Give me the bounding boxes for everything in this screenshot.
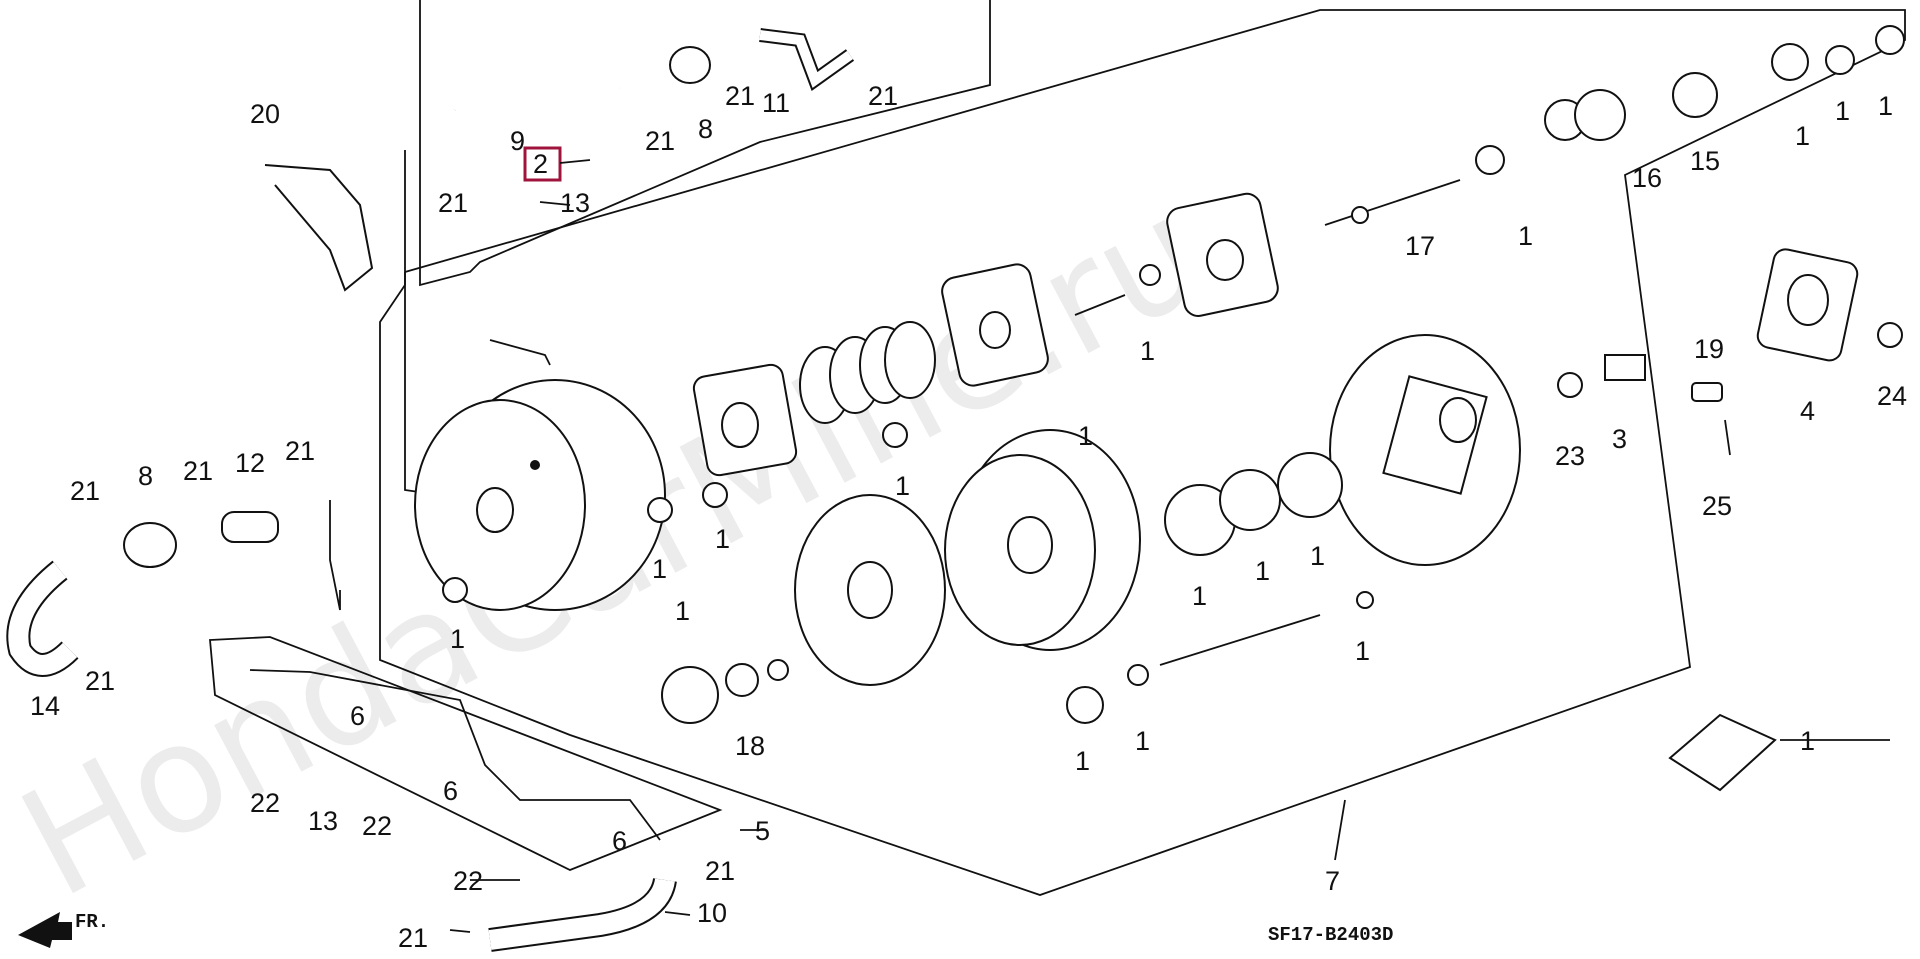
callout-21: 21	[868, 81, 898, 111]
booster-rear-shell	[1329, 334, 1521, 566]
callout-1: 1	[1795, 121, 1810, 151]
callout-21: 21	[285, 436, 315, 466]
booster-front-shell	[414, 339, 666, 611]
callout-1: 1	[1075, 746, 1090, 776]
push-rod	[1074, 179, 1461, 666]
clevis	[1604, 354, 1646, 381]
mounting-gasket	[1756, 248, 1859, 362]
callout-5: 5	[755, 816, 770, 846]
front-direction-label: FR.	[75, 911, 109, 933]
booster-assembly-frame	[379, 9, 1906, 896]
brake-pipe-frame	[209, 636, 723, 871]
diagram-code: SF17-B2403D	[1268, 924, 1393, 946]
callout-22: 22	[362, 811, 392, 841]
callout-1: 1	[450, 624, 465, 654]
leader-lines	[449, 159, 1890, 933]
callout-1: 1	[1835, 96, 1850, 126]
callout-12: 12	[235, 448, 265, 478]
callout-1: 1	[652, 554, 667, 584]
callout-labels: 20 21 9 2 13 21 8 21 11 21 1 1 1 16 15 1…	[30, 81, 1907, 953]
callout-10: 10	[697, 898, 727, 928]
callout-7: 7	[1325, 866, 1340, 896]
callout-8: 8	[138, 461, 153, 491]
small-parts	[442, 25, 1905, 724]
callout-1: 1	[715, 524, 730, 554]
callout-6: 6	[443, 776, 458, 806]
callout-15: 15	[1690, 146, 1720, 176]
callout-1: 1	[1078, 421, 1093, 451]
highlight-box	[523, 146, 562, 182]
callout-4: 4	[1800, 396, 1815, 426]
callout-1: 1	[1310, 541, 1325, 571]
callout-21: 21	[85, 666, 115, 696]
pipe-12	[221, 511, 279, 543]
callout-9: 9	[510, 126, 525, 156]
return-spring	[799, 321, 936, 424]
callout-24: 24	[1877, 381, 1907, 411]
callout-21: 21	[725, 81, 755, 111]
callout-21: 21	[183, 456, 213, 486]
mounting-bracket-20	[264, 164, 374, 292]
callout-21: 21	[70, 476, 100, 506]
callout-1: 1	[895, 471, 910, 501]
callout-25: 25	[1702, 491, 1732, 521]
callout-14: 14	[30, 691, 60, 721]
callout-6: 6	[612, 826, 627, 856]
vacuum-hose-group-frame	[419, 0, 991, 287]
callout-6: 6	[350, 701, 365, 731]
callout-20: 20	[250, 99, 280, 129]
callout-1: 1	[1255, 556, 1270, 586]
callout-21: 21	[438, 188, 468, 218]
vacuum-hose-14	[6, 560, 79, 677]
callout-3: 3	[1612, 424, 1627, 454]
callout-17: 17	[1405, 231, 1435, 261]
diaphragm-plate	[794, 494, 946, 686]
brake-pipe-5	[249, 669, 661, 841]
callout-16: 16	[1632, 163, 1662, 193]
grease-packet	[1668, 713, 1777, 792]
callout-11: 11	[762, 88, 790, 118]
front-direction-arrow	[18, 912, 72, 948]
valve-body-plate	[941, 263, 1049, 387]
diaphragm	[944, 429, 1141, 651]
callout-13: 13	[560, 188, 590, 218]
vacuum-hose-10	[488, 877, 677, 952]
vacuum-hose-11	[759, 28, 855, 91]
callout-8: 8	[698, 114, 713, 144]
callout-18: 18	[735, 731, 765, 761]
seal-plate	[692, 363, 798, 477]
callout-1: 1	[1518, 221, 1533, 251]
callout-21: 21	[705, 856, 735, 886]
check-valve-8	[123, 46, 711, 568]
callout-1: 1	[1878, 91, 1893, 121]
callout-1: 1	[1192, 581, 1207, 611]
callout-1: 1	[1355, 636, 1370, 666]
callout-1: 1	[1140, 336, 1155, 366]
callout-21: 21	[645, 126, 675, 156]
callout-22: 22	[250, 788, 280, 818]
vacuum-hose-9	[450, 69, 621, 112]
rear-seal-flange	[1166, 192, 1279, 317]
callout-1: 1	[675, 596, 690, 626]
callout-1: 1	[1135, 726, 1150, 756]
callout-22: 22	[453, 866, 483, 896]
callout-19: 19	[1694, 334, 1724, 364]
callout-23: 23	[1555, 441, 1585, 471]
callout-1: 1	[1800, 726, 1815, 756]
callout-2: 2	[533, 149, 548, 179]
callout-21: 21	[398, 923, 428, 953]
callout-13: 13	[308, 806, 338, 836]
